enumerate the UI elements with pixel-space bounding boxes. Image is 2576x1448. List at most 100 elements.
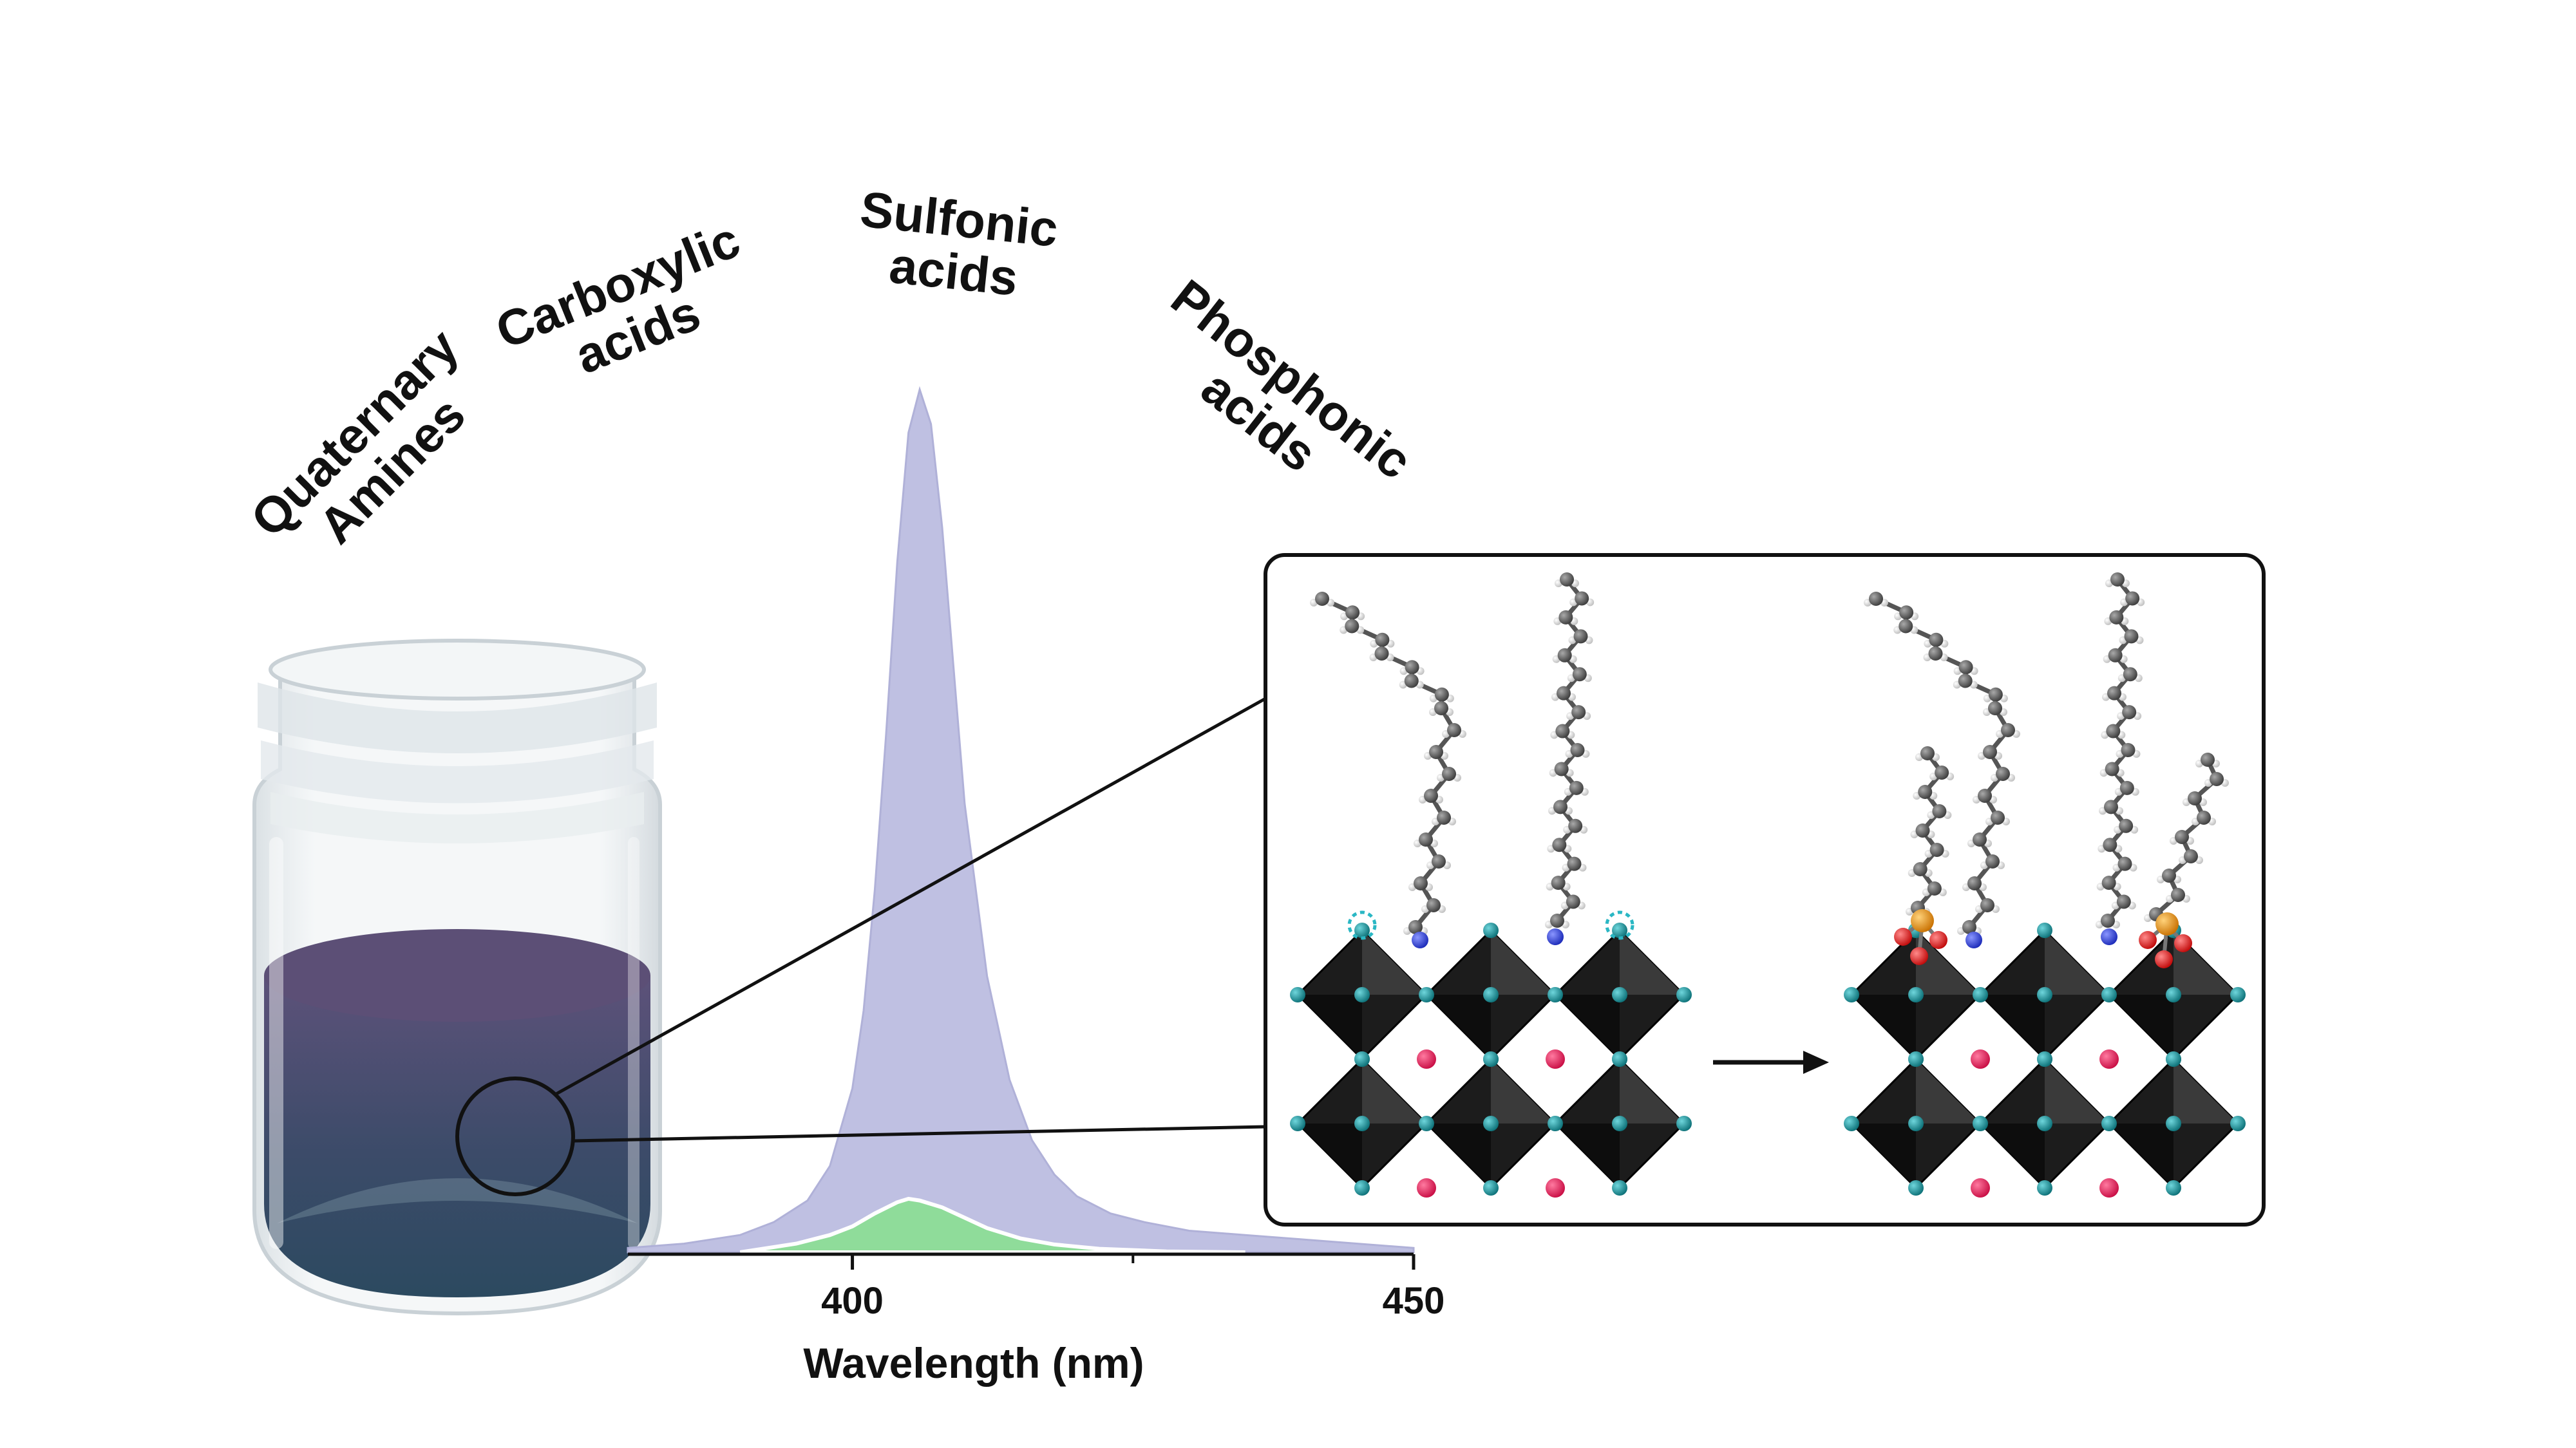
octahedron-facet (1852, 995, 1916, 1059)
carbon-atom (1447, 723, 1461, 737)
inset-frame (1264, 553, 2266, 1227)
nitrogen-atom (1547, 928, 1564, 945)
carbon-atom (1568, 818, 1583, 833)
a-site-atom (1546, 1178, 1565, 1198)
carbon-atom (1345, 605, 1360, 620)
carbon-atom (2101, 914, 2115, 928)
halide-atom (1483, 1180, 1499, 1196)
carbon-atom (1958, 673, 1973, 688)
octahedron-facet (1362, 1059, 1426, 1124)
octahedron-facet (1620, 1059, 1684, 1124)
halide-atom (1483, 1116, 1499, 1131)
nitrogen-atom (1965, 932, 1982, 948)
reaction-arrow (1713, 1051, 1829, 1074)
carbon-atom (2201, 753, 2215, 767)
carbon-atom (2124, 629, 2139, 644)
carbon-atom (1920, 746, 1935, 760)
carbon-atom (2188, 791, 2202, 805)
carbon-atom (1404, 673, 1419, 688)
carbon-atom (1551, 876, 1566, 890)
carbon-atom (2175, 830, 2189, 844)
octahedron-facet (1555, 1124, 1620, 1188)
halide-atom (2037, 987, 2052, 1002)
halide-atom (1844, 987, 1859, 1002)
perovskite-lattice-after (1844, 923, 2246, 1198)
carbon-atom (1555, 724, 1570, 738)
a-site-atom (1971, 1049, 1990, 1069)
carbon-atom (2116, 894, 2131, 909)
halide-atom (2166, 1180, 2181, 1196)
carbon-atom (2119, 780, 2134, 795)
spectrum-area-main (627, 386, 1415, 1254)
halide-atom (2037, 923, 2052, 938)
carbon-atom (2109, 610, 2124, 625)
a-site-atom (1417, 1049, 1436, 1069)
halide-atom (1612, 1051, 1627, 1067)
octahedron-facet (1426, 995, 1491, 1059)
oxygen-atom (1894, 928, 1912, 946)
vial-ring (261, 740, 654, 804)
carbon-atom (1315, 592, 1329, 606)
carbon-atom (1899, 605, 1914, 620)
spectrum-area-small (739, 1196, 1245, 1254)
carbon-atom (1566, 894, 1580, 909)
carbon-atom (1345, 619, 1359, 634)
halide-atom (2166, 987, 2181, 1002)
octahedron-facet (1916, 930, 1980, 995)
octahedron-facet (1916, 1059, 1980, 1124)
carbon-atom (2184, 849, 2198, 863)
a-site-atom (1971, 1178, 1990, 1198)
carbon-atom (1935, 766, 1949, 780)
oxygen-atom (2155, 950, 2173, 968)
carbon-atom (2122, 705, 2137, 720)
halide-atom (1973, 987, 1988, 1002)
carbon-atom (1414, 876, 1428, 890)
callout-line-top (554, 697, 1267, 1096)
carbon-atom (2104, 800, 2118, 814)
halide-atom (1908, 1051, 1924, 1067)
carbon-atom (1932, 804, 1947, 818)
phosphorus-atom (1911, 909, 1934, 932)
halide-atom (1483, 923, 1499, 938)
vial-bottom-reflection (277, 1178, 638, 1223)
halide-atom (1290, 1116, 1305, 1131)
carbon-atom (2110, 572, 2125, 587)
octahedron-facet (2045, 930, 2109, 995)
carbon-atom (1996, 767, 2010, 781)
halide-atom (1676, 1116, 1692, 1131)
carbon-atom (1437, 811, 1451, 825)
halide-atom (1908, 1180, 1924, 1196)
a-site-atom (2099, 1178, 2119, 1198)
halide-atom (1290, 987, 1305, 1002)
halide-atom (1419, 987, 1434, 1002)
carbon-atom (1429, 745, 1443, 759)
vial-ring (258, 682, 657, 753)
x-tick-label: 450 (1383, 1280, 1445, 1322)
carbon-atom (1569, 780, 1584, 795)
octahedron-facet (1852, 1124, 1916, 1188)
halide-atom (1548, 1116, 1563, 1131)
octahedron-facet (2109, 1124, 2174, 1188)
carbon-atom (1442, 767, 1456, 781)
carbon-atom (1426, 898, 1441, 912)
carbon-atom (1560, 572, 1574, 587)
oxygen-atom (1910, 947, 1928, 965)
halide-atom (1612, 987, 1627, 1002)
halide-atom (2037, 1180, 2052, 1196)
carbon-atom (1408, 920, 1423, 934)
carbon-atom (2103, 838, 2117, 852)
carbon-atom (1575, 591, 1589, 606)
octahedron-facet (1980, 1124, 2045, 1188)
carbon-atom (2105, 762, 2119, 776)
oxygen-atom (2174, 934, 2192, 952)
halide-atom (2230, 987, 2246, 1002)
nitrogen-atom (1412, 932, 1428, 948)
carbon-atom (1980, 898, 1994, 912)
oxygen-atom (1929, 931, 1947, 949)
octahedron-facet (1426, 1124, 1491, 1188)
vial-rim (269, 639, 646, 700)
carbon-atom (2210, 772, 2224, 786)
carbon-atom (2123, 667, 2137, 682)
liquid-surface (264, 929, 650, 1022)
